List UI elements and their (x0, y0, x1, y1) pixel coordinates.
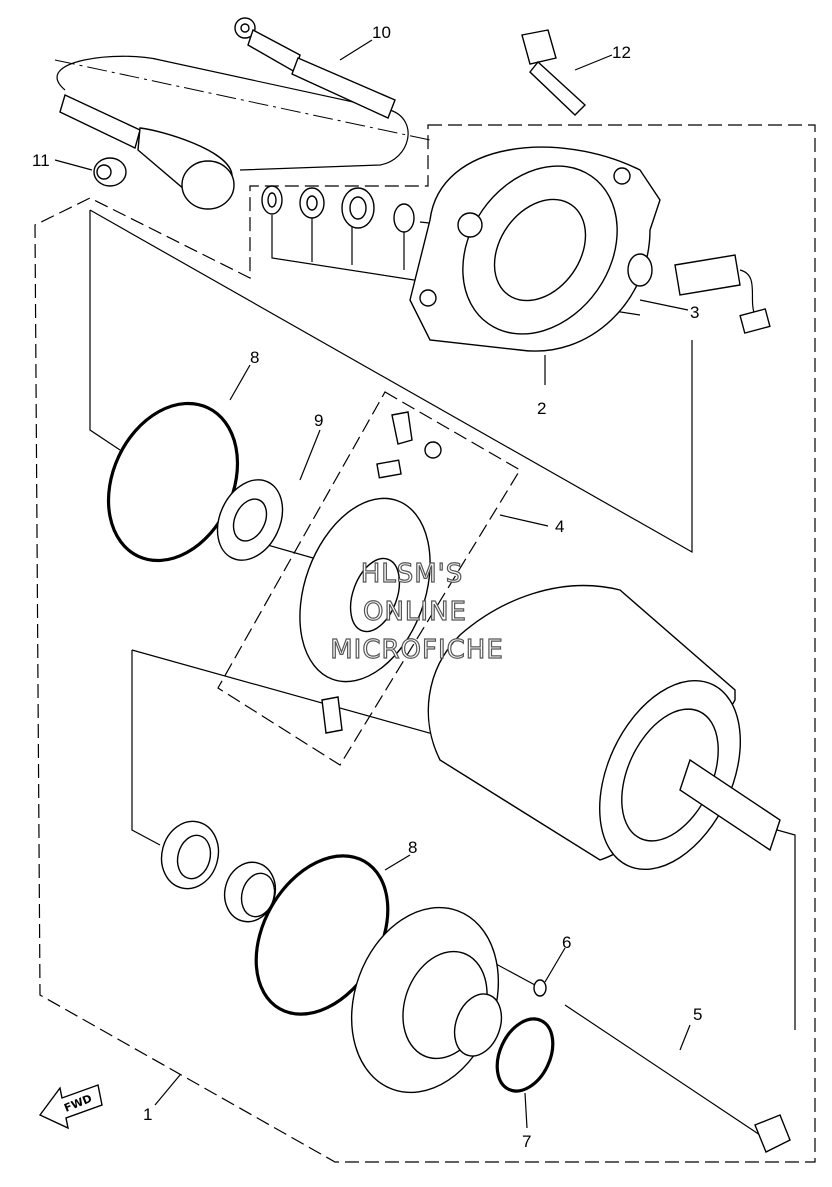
small-o-ring (533, 979, 547, 997)
callout-2: 2 (537, 399, 546, 418)
callout-3: 3 (690, 303, 699, 322)
brush-holder-part (299, 411, 442, 734)
callout-4: 4 (555, 517, 564, 536)
fwd-arrow-icon: FWD (38, 1084, 103, 1130)
watermark-line-2: ONLINE (363, 597, 467, 627)
terminal-part (627, 253, 771, 334)
lead-wire-part (59, 17, 396, 210)
front-cover-part (409, 146, 661, 352)
assembly-boundary (34, 124, 816, 1163)
callout-10: 10 (372, 23, 391, 42)
watermark-line-3: MICROFICHE (330, 635, 504, 665)
callout-11: 11 (32, 151, 50, 170)
watermark: HLSM'S ONLINE MICROFICHE (330, 558, 504, 665)
callout-7: 7 (522, 1132, 531, 1151)
callout-1: 1 (143, 1105, 152, 1124)
callout-6: 6 (562, 933, 571, 952)
callout-leaders (54, 39, 691, 1129)
brush-set-boundary (217, 391, 521, 766)
cover-seals (261, 185, 415, 233)
washer-part (216, 479, 284, 561)
nut-part (93, 157, 127, 187)
watermark-line-1: HLSM'S (361, 559, 464, 589)
o-ring-small-lower (495, 1017, 555, 1093)
rear-cover-part (350, 906, 503, 1094)
callout-9: 9 (314, 411, 323, 430)
callout-numbers: 1 2 3 4 5 6 7 8 8 9 10 11 12 (32, 23, 702, 1151)
callout-5: 5 (693, 1005, 702, 1024)
yoke-part (427, 584, 781, 871)
bolt-part (521, 29, 587, 116)
callout-8-upper: 8 (250, 348, 259, 367)
callout-8-lower: 8 (408, 838, 417, 857)
long-bolt-part (564, 1004, 791, 1153)
callout-12: 12 (612, 43, 631, 62)
lower-bearing (160, 820, 277, 923)
